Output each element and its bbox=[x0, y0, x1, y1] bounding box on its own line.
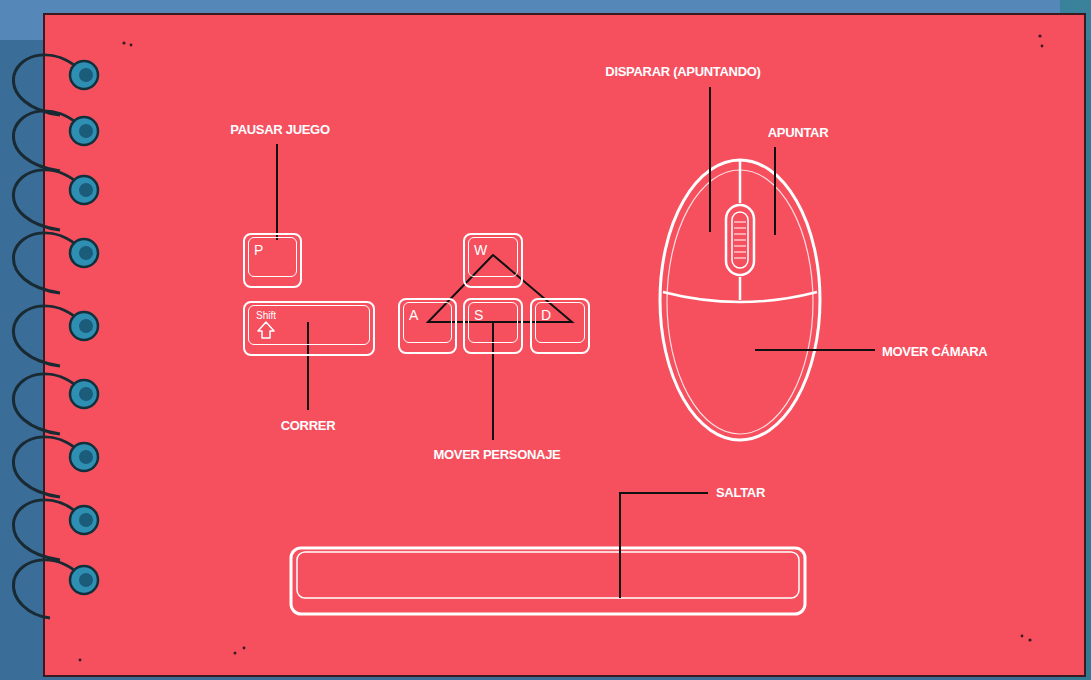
key-legend: Shift bbox=[256, 310, 276, 322]
corner-marks bbox=[79, 34, 1044, 661]
computer-mouse bbox=[660, 160, 820, 440]
control-label: APUNTAR bbox=[768, 125, 829, 141]
key-legend: A bbox=[409, 307, 418, 323]
control-label: MOVER PERSONAJE bbox=[434, 447, 561, 463]
control-label: DISPARAR (APUNTANDO) bbox=[605, 64, 760, 80]
wasd-triangle bbox=[428, 255, 572, 322]
keyboard-key: Shift bbox=[243, 301, 375, 356]
key-legend: W bbox=[474, 242, 487, 258]
keyboard-key: P bbox=[243, 233, 302, 288]
space-bar bbox=[291, 548, 805, 614]
control-label: PAUSAR JUEGO bbox=[230, 122, 329, 138]
keyboard-key: D bbox=[530, 298, 590, 354]
control-label: CORRER bbox=[281, 418, 336, 434]
leader-lines bbox=[277, 87, 875, 598]
notebook-page bbox=[44, 14, 1085, 676]
keyboard-key: W bbox=[463, 233, 523, 288]
keyboard-key: S bbox=[463, 298, 523, 354]
key-legend: S bbox=[474, 307, 483, 323]
shift-arrow-icon bbox=[258, 322, 274, 338]
spiral-binding bbox=[13, 55, 98, 618]
keyboard-key: A bbox=[398, 298, 457, 354]
control-label: MOVER CÁMARA bbox=[882, 344, 987, 360]
key-legend: P bbox=[254, 242, 263, 258]
key-legend: D bbox=[541, 307, 551, 323]
control-label: SALTAR bbox=[716, 485, 765, 501]
